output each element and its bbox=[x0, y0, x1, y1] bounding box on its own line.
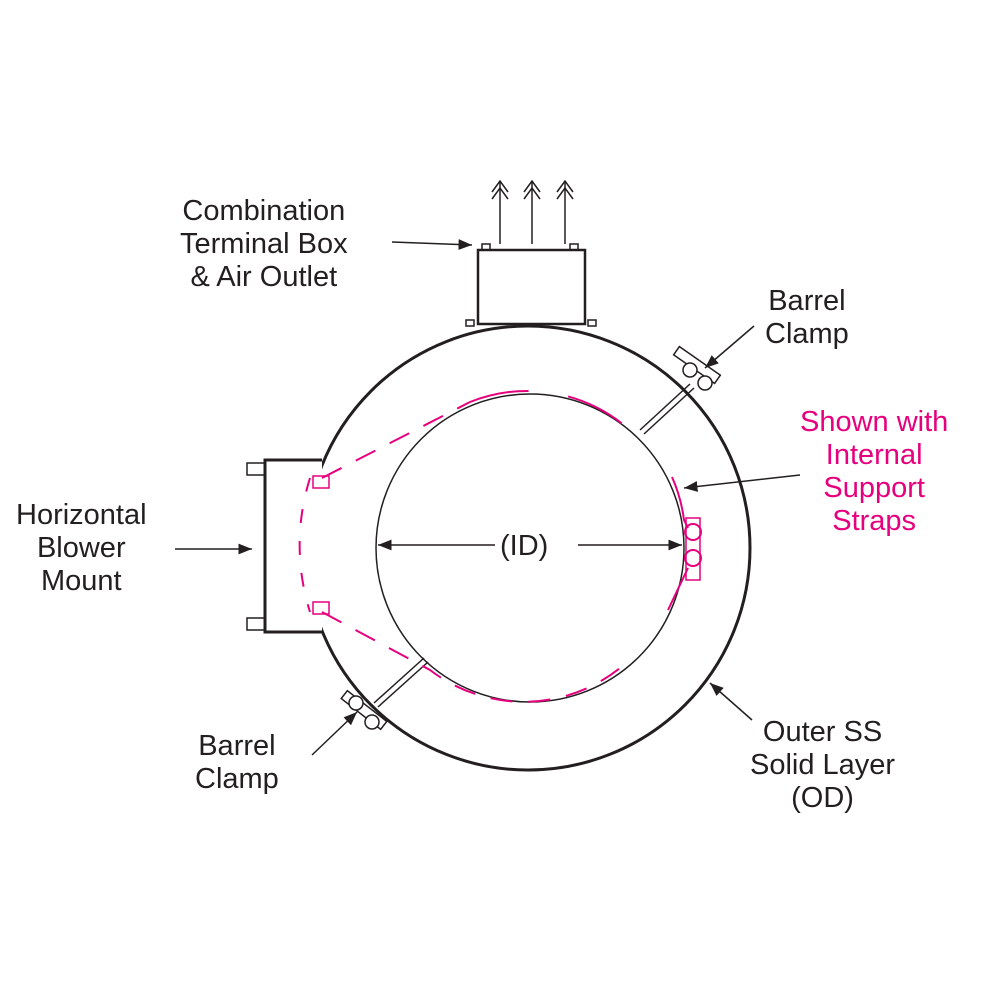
label-barrel-clamp-bottom: Barrel Clamp bbox=[195, 730, 279, 795]
internal-support-straps bbox=[298, 389, 702, 703]
label-support-straps: Shown with Internal Support Straps bbox=[800, 406, 949, 537]
label-blower-mount: Horizontal Blower Mount bbox=[16, 499, 147, 597]
label-barrel-clamp-top: Barrel Clamp bbox=[765, 285, 849, 350]
label-outer-layer: Outer SS Solid Layer (OD) bbox=[750, 716, 896, 814]
label-inner-diameter: (ID) bbox=[500, 530, 549, 562]
barrel-clamp-top bbox=[639, 345, 722, 435]
barrel-clamp-bottom bbox=[340, 657, 429, 731]
label-terminal-box: Combination Terminal Box & Air Outlet bbox=[180, 195, 348, 293]
blower-mount bbox=[263, 458, 322, 634]
air-outlet-arrows bbox=[491, 179, 574, 244]
terminal-box bbox=[476, 248, 587, 326]
